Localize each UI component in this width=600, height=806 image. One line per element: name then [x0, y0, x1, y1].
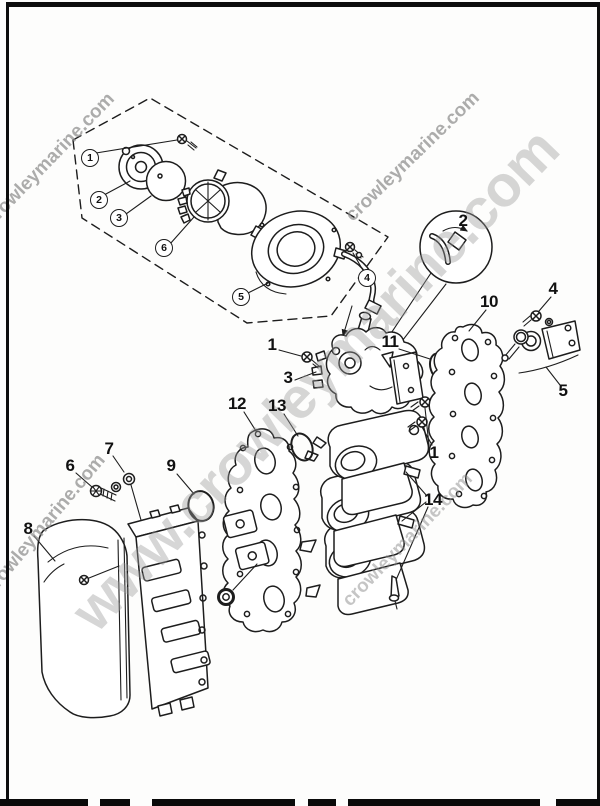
callout-detail-2: 2 [458, 211, 468, 230]
callout-14: 14 [424, 490, 442, 509]
grommet [217, 563, 258, 606]
callout-circled-3: 3 [110, 209, 128, 227]
head-screw [301, 351, 321, 369]
intake-manifold [127, 504, 211, 717]
silencer-cover-8 [36, 518, 131, 719]
gasket-plate-10 [428, 323, 506, 509]
washers-7 [110, 472, 142, 521]
pump-body [177, 169, 268, 242]
callout-circled-6: 6 [155, 239, 173, 257]
callout-9: 9 [166, 456, 176, 475]
pump-housing [250, 210, 342, 288]
callout-circled-2: 2 [90, 191, 108, 209]
bracket-assembly [501, 310, 581, 374]
pump-diaphragm [145, 160, 187, 202]
callout-7: 7 [104, 439, 114, 458]
callout-13: 13 [268, 396, 286, 415]
pump-mount-screw [344, 241, 364, 259]
callout-8: 8 [23, 519, 33, 538]
reed-blocks [222, 509, 270, 571]
callout-1b: 1 [429, 443, 439, 462]
callout-1a: 1 [267, 335, 277, 354]
callout-circled-4: 4 [358, 269, 376, 287]
callout-circled-1: 1 [81, 149, 99, 167]
o-ring-9 [187, 490, 215, 522]
callout-12: 12 [228, 394, 246, 413]
callout-5: 5 [558, 381, 568, 400]
callout-3: 3 [283, 368, 293, 387]
callout-6: 6 [65, 456, 75, 475]
scan-edge-artifact [0, 799, 600, 806]
detail-circle [351, 210, 493, 395]
pump-screw [176, 133, 198, 151]
callout-11: 11 [381, 332, 399, 351]
callout-4: 4 [548, 279, 558, 298]
bolt-6 [89, 484, 117, 502]
callout-circled-5: 5 [232, 288, 250, 306]
leader-lines [33, 139, 561, 581]
callout-10: 10 [480, 292, 498, 311]
carburetor-1 [304, 409, 430, 516]
